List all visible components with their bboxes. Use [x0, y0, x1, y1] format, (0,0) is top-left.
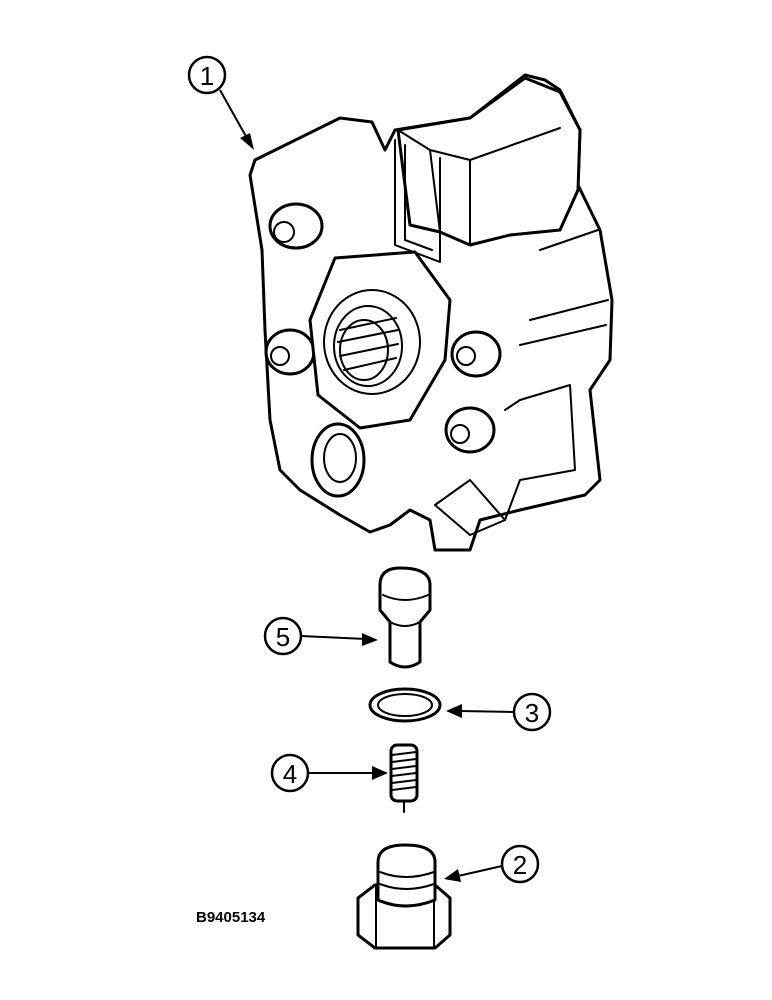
- poppet-part: [378, 566, 432, 669]
- callout-1-number: 1: [200, 61, 214, 91]
- callout-1-circle: [187, 55, 227, 95]
- callout-3-leader: [459, 710, 515, 713]
- callout-5: 5: [263, 616, 378, 656]
- callout-1: 1: [187, 55, 254, 150]
- callout-2: 2: [444, 844, 540, 884]
- callout-1-leader: [219, 89, 249, 141]
- callout-5-leader: [300, 635, 367, 640]
- callout-2-number: 2: [513, 850, 527, 880]
- callout-4: 4: [270, 753, 388, 793]
- callout-3-arrowhead: [446, 704, 462, 718]
- callout-2-circle: [500, 844, 540, 884]
- spring-part: [389, 743, 419, 813]
- housing-part: [248, 73, 614, 552]
- figure-id-label: B9405134: [196, 909, 266, 926]
- callout-5-number: 5: [276, 622, 290, 652]
- callout-5-arrowhead: [362, 633, 378, 646]
- callout-2-leader: [457, 865, 503, 877]
- callout-3-number: 3: [525, 698, 539, 728]
- callout-3: 3: [446, 692, 552, 732]
- callout-2-arrowhead: [444, 869, 461, 882]
- callout-1-arrowhead: [240, 133, 254, 150]
- o-ring-part: [368, 687, 442, 723]
- callout-4-arrowhead: [372, 766, 388, 780]
- plug-part: [356, 843, 452, 950]
- callout-4-number: 4: [283, 759, 297, 789]
